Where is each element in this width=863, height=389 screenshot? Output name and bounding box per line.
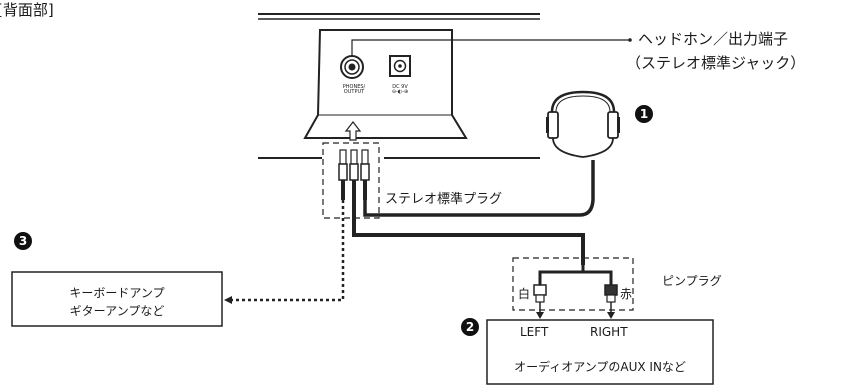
dc-jack <box>389 55 411 77</box>
audio-amp-cable-red-branch <box>583 270 613 285</box>
pin-plug-white <box>533 284 547 319</box>
marker-2-icon: 2 <box>461 318 479 336</box>
stereo-plug-center <box>349 149 359 200</box>
audio-amp-box <box>486 319 714 385</box>
jack-label-line1: ヘッドホン／出力端子 <box>638 30 789 48</box>
dc-in-panel-label: DC 9V ⊖-◐-⊕ <box>391 84 409 96</box>
pin-plug-label: ピンプラグ <box>662 274 722 288</box>
audio-right-label: RIGHT <box>590 325 628 339</box>
headphone-cable <box>363 160 595 217</box>
pin-plug-dashed-box <box>512 257 634 311</box>
phones-output-panel-label: PHONES/ OUTPUT <box>342 84 366 96</box>
jack-callout-line <box>351 39 630 56</box>
keyboard-amp-arrowhead <box>224 296 232 304</box>
keyboard-amp-label-line2: ギターアンプなど <box>69 304 165 318</box>
keyboard-amp-cable <box>232 200 345 302</box>
rear-panel-housing <box>303 29 468 139</box>
white-plug-label: 白 <box>518 287 531 301</box>
page-title: [背面部] <box>0 1 54 19</box>
stereo-plug-left <box>338 149 348 200</box>
marker-1-icon: 1 <box>635 105 653 123</box>
headphones-icon <box>546 90 620 158</box>
red-plug-label: 赤 <box>620 287 633 301</box>
marker-3-icon: 3 <box>14 232 32 250</box>
stereo-plug-right <box>360 149 370 200</box>
audio-amp-label: オーディオアンプのAUX INなど <box>514 360 686 374</box>
audio-left-label: LEFT <box>520 325 549 339</box>
pin-plug-red <box>604 284 618 319</box>
audio-amp-cable <box>352 200 585 265</box>
keyboard-amp-box <box>11 271 223 327</box>
stereo-plug-dashed-box <box>322 142 380 219</box>
keyboard-amp-label-line1: キーボードアンプ <box>69 286 165 300</box>
phones-jack <box>340 55 364 79</box>
audio-amp-cable-white-branch <box>538 265 585 285</box>
insertion-arrow <box>344 121 362 141</box>
stereo-plug-label: ステレオ標準プラグ <box>385 192 503 207</box>
jack-label-line2: （ステレオ標準ジャック） <box>626 54 806 72</box>
